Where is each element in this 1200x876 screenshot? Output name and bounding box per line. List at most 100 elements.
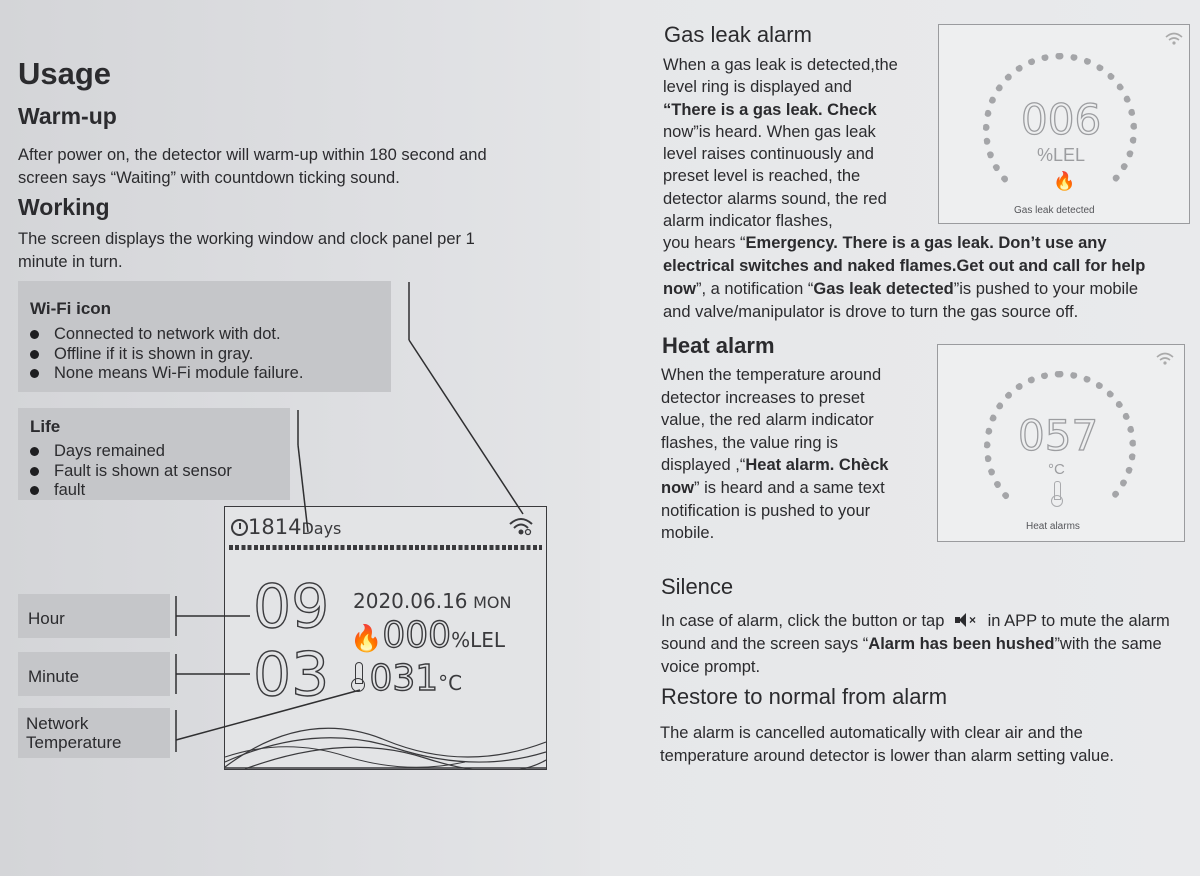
emphasis-text: Alarm has been hushed — [868, 635, 1055, 653]
lcd-temp-row: 031°C — [351, 657, 463, 700]
clock-icon — [231, 519, 248, 536]
gas-alarm-text: When a gas leak is detected,the level ri… — [663, 54, 933, 232]
text-span: in APP to mute the alarm — [987, 612, 1170, 630]
flame-icon: 🔥 — [1053, 171, 1076, 191]
gas-line: level raises continuously and — [663, 145, 874, 164]
lcd-temp-unit: °C — [438, 671, 463, 695]
emphasis-text: Gas leak detected — [813, 280, 954, 298]
silence-line: voice prompt. — [661, 658, 761, 676]
heat-line: displayed ,“Heat alarm. Chèck — [661, 454, 931, 477]
gas-screen-caption: Gas leak detected — [1014, 205, 1095, 216]
heat-alarm-heading: Heat alarm — [662, 333, 775, 358]
lcd-gas-value: 000 — [382, 614, 452, 656]
level-ring — [983, 53, 1137, 207]
emphasis-text: now — [661, 478, 694, 497]
text-span: ”with the same — [1054, 635, 1162, 653]
silence-line: sound and the screen says “Alarm has bee… — [661, 633, 1200, 656]
heat-line: mobile. — [661, 524, 715, 543]
gas-alarm-heading: Gas leak alarm — [664, 22, 812, 47]
list-item: Connected to network with dot. — [18, 325, 303, 345]
heat-line: now” is heard and a same text — [661, 477, 931, 500]
wifi-callout-list: Connected to network with dot. Offline i… — [18, 325, 303, 384]
lcd-temp-value: 031 — [369, 657, 439, 699]
heat-line: notification is pushed to your — [661, 501, 871, 520]
life-callout: Life Days remained Fault is shown at sen… — [18, 408, 290, 500]
working-text: The screen displays the working window a… — [18, 228, 578, 273]
list-item: fault — [18, 481, 232, 501]
restore-line: The alarm is cancelled automatically wit… — [660, 724, 1083, 742]
lcd-hour: 09 — [252, 572, 330, 642]
text-span: sound and the screen says “ — [661, 635, 869, 653]
list-item: Offline if it is shown in gray. — [18, 345, 303, 365]
restore-text: The alarm is cancelled automatically wit… — [660, 722, 1199, 768]
list-item-text: fault — [54, 481, 86, 499]
gas-screen-value: 006 — [1020, 94, 1102, 144]
gas-wide-line: electrical switches and naked flames.Get… — [663, 255, 1193, 278]
gas-line: detector alarms sound, the red — [663, 189, 887, 208]
minute-label-text: Minute — [28, 667, 80, 686]
heat-screen-thumbnail: 057 °C Heat alarms — [937, 344, 1185, 542]
hour-label-text: Hour — [28, 609, 65, 628]
lcd-gas-row: 🔥000%LEL — [349, 614, 505, 656]
gas-wide-line: and valve/manipulator is drove to turn t… — [663, 303, 1079, 321]
warmup-line: After power on, the detector will warm-u… — [18, 146, 487, 164]
heat-screen-value: 057 — [1017, 410, 1099, 460]
network-label-text: Network — [26, 714, 89, 733]
emphasis-text: now — [663, 280, 696, 298]
silence-text: In case of alarm, click the button or ta… — [661, 610, 1200, 679]
warmup-text: After power on, the detector will warm-u… — [18, 144, 578, 189]
lcd-date-row: 2020.06.16 MON — [353, 589, 511, 614]
lcd-progress-dots — [229, 545, 542, 550]
mute-speaker-icon: × — [955, 613, 977, 627]
network-temperature-label: Network Temperature — [18, 708, 170, 758]
life-callout-list: Days remained Fault is shown at sensor f… — [18, 442, 232, 501]
gas-line: “There is a gas leak. Check — [663, 100, 877, 119]
minute-label: Minute — [18, 652, 170, 696]
gas-line: alarm indicator flashes, — [663, 212, 833, 231]
lcd-days: 1814Days — [231, 515, 341, 540]
heat-line: When the temperature around — [661, 366, 882, 384]
lcd-weekday: MON — [473, 593, 512, 612]
working-line: The screen displays the working window a… — [18, 230, 475, 248]
restore-line: temperature around detector is lower tha… — [660, 747, 1114, 765]
list-item: Fault is shown at sensor — [18, 462, 232, 482]
text-span: displayed ,“ — [661, 456, 746, 475]
heat-line: detector increases to preset — [661, 388, 865, 407]
wifi-callout: Wi-Fi icon Connected to network with dot… — [18, 281, 391, 392]
thermometer-icon — [351, 660, 365, 694]
heat-screen-caption: Heat alarms — [1026, 521, 1080, 532]
value-ring — [984, 371, 1136, 523]
days-unit: Days — [301, 519, 342, 538]
silence-line: In case of alarm, click the button or ta… — [661, 610, 1200, 633]
list-item: None means Wi-Fi module failure. — [18, 364, 303, 384]
wifi-icon — [1165, 31, 1183, 45]
lcd-minute: 03 — [252, 640, 330, 710]
flame-icon: 🔥 — [349, 622, 383, 653]
text-span: ”is pushed to your mobile — [953, 280, 1139, 298]
temperature-label-text: Temperature — [26, 733, 122, 752]
gas-wide-line: now”, a notification “Gas leak detected”… — [663, 278, 1193, 301]
list-item: Days remained — [18, 442, 232, 462]
wifi-icon — [508, 516, 534, 536]
lcd-display: 1814Days 09 03 2020.06.16 MON 🔥000%LEL 0… — [224, 506, 547, 770]
restore-heading: Restore to normal from alarm — [661, 684, 948, 709]
gas-line: When a gas leak is detected,the — [663, 56, 898, 74]
hour-label: Hour — [18, 594, 170, 638]
gas-wide-line: you hears “Emergency. There is a gas lea… — [663, 232, 1193, 255]
silence-heading: Silence — [661, 574, 734, 599]
gas-line: preset level is reached, the — [663, 167, 861, 186]
text-span: In case of alarm, click the button or ta… — [661, 612, 945, 630]
text-span: ”, a notification “ — [696, 280, 814, 298]
thermometer-icon — [1051, 481, 1063, 511]
usage-title: Usage — [18, 56, 112, 91]
wifi-icon — [1156, 351, 1174, 365]
heat-line: value, the red alarm indicator — [661, 411, 874, 430]
wifi-callout-title: Wi-Fi icon — [30, 299, 112, 318]
working-line: minute in turn. — [18, 252, 123, 271]
emphasis-text: Heat alarm. Chèck — [745, 456, 889, 475]
gas-screen-unit: %LEL — [1037, 145, 1086, 165]
gas-screen-thumbnail: 006 %LEL 🔥 Gas leak detected — [938, 24, 1190, 224]
life-callout-title: Life — [30, 417, 61, 436]
lcd-date: 2020.06.16 — [353, 589, 468, 613]
emphasis-text: Emergency. There is a gas leak. Don’t us… — [745, 234, 1107, 252]
